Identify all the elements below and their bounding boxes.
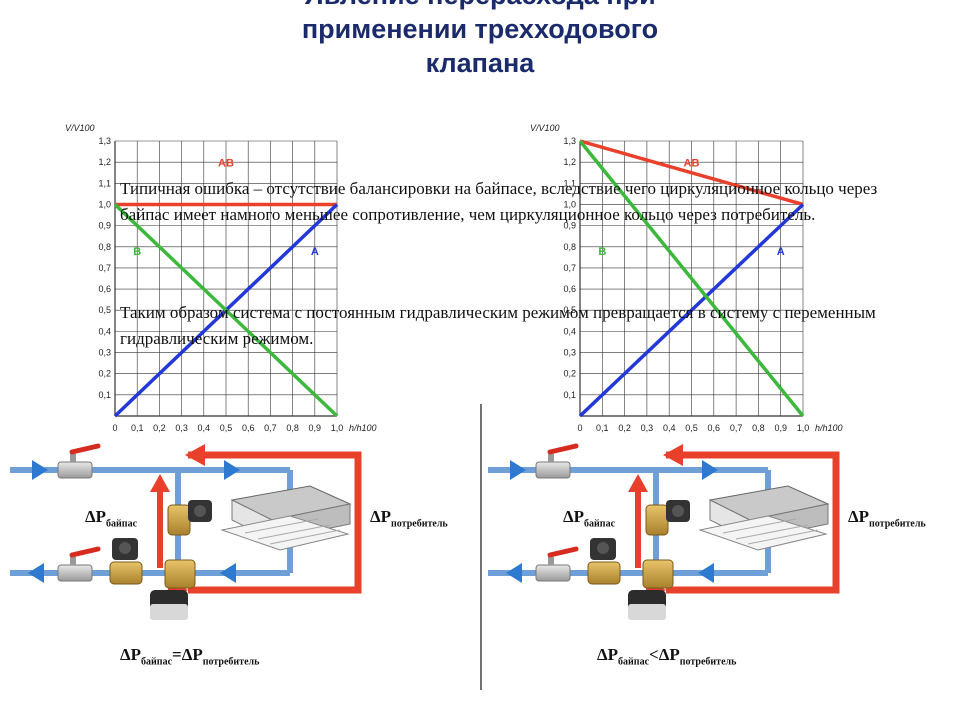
x-tick-label: 0,3 — [175, 423, 188, 433]
x-tick-label: 0,5 — [685, 423, 698, 433]
series-line-b — [578, 139, 805, 418]
y-tick-label: 0,8 — [563, 242, 576, 252]
y-tick-label: 0,3 — [98, 348, 111, 358]
x-tick-label: 0,4 — [663, 423, 676, 433]
y-tick-label: 1,1 — [563, 178, 576, 188]
x-tick-label: 0 — [577, 423, 582, 433]
x-tick-label: 1,0 — [797, 423, 810, 433]
series-line-a — [578, 203, 805, 418]
dp-bypass-right: ΔPбайпас — [563, 507, 616, 530]
title-line: Явление перерасхода при — [0, 0, 960, 12]
y-tick-label: 0,2 — [98, 369, 111, 379]
series-line-b — [113, 203, 339, 418]
x-tick-label: 0,7 — [730, 423, 743, 433]
formula-less: ΔPбайпас<ΔPпотребитель — [597, 645, 737, 668]
series-label-ab: AB — [684, 157, 700, 169]
x-tick-label: 0,3 — [641, 423, 654, 433]
y-tick-label: 1,1 — [98, 178, 111, 188]
y-tick-label: 0,6 — [98, 284, 111, 294]
title-line: применении трехходового — [301, 14, 659, 44]
paragraph-conclusion: Таким образом система с постоянным гидра… — [120, 303, 876, 348]
x-tick-label: 0,2 — [153, 423, 166, 433]
y-tick-label: 0,6 — [563, 284, 576, 294]
dp-consumer-right: ΔPпотребитель — [848, 507, 926, 530]
y-tick-label: 1,3 — [563, 136, 576, 146]
x-tick-label: 0,4 — [198, 423, 211, 433]
y-tick-label: 0,1 — [563, 390, 576, 400]
y-tick-label: 1,2 — [98, 157, 111, 167]
x-axis-label: h/h100 — [815, 423, 843, 433]
y-tick-label: 1,0 — [98, 199, 111, 209]
series-label-a: A — [311, 246, 319, 258]
chart-right: 0 0,1 0,2 0,3 0,4 0,5 0,6 0,7 0,8 0,9 1,0 0,1 0,2 0,3… — [530, 123, 843, 433]
dp-bypass-left: ΔPбайпас — [85, 507, 138, 530]
x-tick-label: 1,0 — [331, 423, 344, 433]
dp-consumer-left: ΔPпотребитель — [370, 507, 448, 530]
y-tick-label: 0,8 — [98, 242, 111, 252]
series-label-b: B — [133, 246, 141, 258]
x-tick-label: 0,1 — [131, 423, 144, 433]
x-tick-label: 0,9 — [309, 423, 322, 433]
y-tick-label: 0,2 — [563, 369, 576, 379]
x-tick-label: 0,8 — [752, 423, 765, 433]
series-line-ab — [579, 139, 804, 207]
y-tick-label: 0,3 — [563, 348, 576, 358]
y-tick-label: 0,9 — [98, 221, 111, 231]
x-tick-label: 0,6 — [708, 423, 721, 433]
x-tick-label: 0,8 — [286, 423, 299, 433]
y-tick-label: 0,9 — [563, 221, 576, 231]
y-axis-label: V/V100 — [530, 123, 560, 133]
title-line: клапана — [425, 48, 535, 78]
x-tick-label: 0,5 — [220, 423, 233, 433]
paragraph-typical-error: Типичная ошибка – отсутствие балансировк… — [120, 179, 878, 224]
y-tick-label: 1,2 — [563, 157, 576, 167]
y-tick-label: 0,7 — [563, 263, 576, 273]
y-tick-label: 0,5 — [563, 305, 576, 315]
x-tick-label: 0,7 — [264, 423, 277, 433]
x-tick-label: 0,1 — [596, 423, 609, 433]
y-tick-label: 0,4 — [98, 326, 111, 336]
series-label-b: B — [598, 246, 606, 258]
formula-equal: ΔPбайпас=ΔPпотребитель — [120, 645, 260, 668]
x-tick-label: 0,9 — [774, 423, 787, 433]
chart-left: 0 0,1 0,2 0,3 0,4 0,5 0,6 0,7 0,8 0,9 1,0 0,1 0,2 0,3… — [65, 123, 377, 433]
series-label-ab: AB — [218, 157, 234, 169]
series-label-a: A — [777, 246, 785, 258]
x-tick-label: 0,6 — [242, 423, 255, 433]
y-axis-label: V/V100 — [65, 123, 95, 133]
y-tick-label: 1,0 — [563, 199, 576, 209]
y-tick-label: 0,4 — [563, 326, 576, 336]
y-tick-label: 0,1 — [98, 390, 111, 400]
x-axis-label: h/h100 — [349, 423, 377, 433]
y-tick-label: 0,5 — [98, 305, 111, 315]
schematic-left — [10, 444, 358, 620]
y-tick-label: 0,7 — [98, 263, 111, 273]
x-tick-label: 0,2 — [618, 423, 631, 433]
y-tick-label: 1,3 — [98, 136, 111, 146]
x-tick-label: 0 — [112, 423, 117, 433]
slide-title: Явление перерасхода при применении трехх… — [0, 0, 960, 80]
schematic-right — [488, 444, 836, 620]
